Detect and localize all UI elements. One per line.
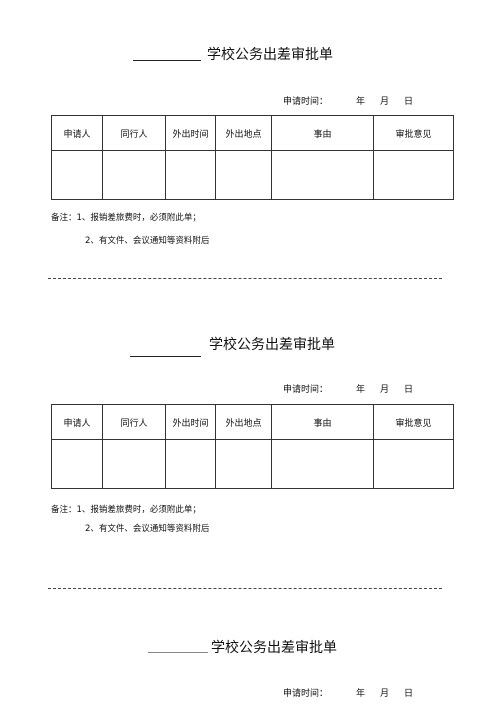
day-label: 日 [404,97,414,107]
note-1: 备注：1、报销差旅费时，必须附此单； [51,213,201,223]
cut-line [48,588,442,589]
table-header-row: 申请人 同行人 外出时间 外出地点 事由 审批意见 [51,404,454,440]
month-label: 月 [380,385,390,395]
col-applicant: 申请人 [51,404,103,440]
title-underline [148,652,208,653]
date-label: 申请时间： [283,689,329,699]
note-2: 2、有文件、会议通知等资料附后 [85,524,210,534]
time-out-cell[interactable] [165,150,216,200]
form-title: 学校公务出差审批单 [209,337,335,353]
title-underline [130,356,201,357]
col-time-out: 外出时间 [165,115,216,151]
approval-opinion-cell[interactable] [373,439,454,489]
approval-opinion-cell[interactable] [373,150,454,200]
month-label: 月 [380,689,390,699]
col-companion: 同行人 [102,115,166,151]
col-companion: 同行人 [102,404,166,440]
cut-line [48,278,442,279]
col-approval-opinion: 审批意见 [373,115,454,151]
col-destination: 外出地点 [215,404,272,440]
col-time-out: 外出时间 [165,404,216,440]
month-label: 月 [380,97,390,107]
form-title: 学校公务出差审批单 [207,47,333,63]
table-header-row: 申请人 同行人 外出时间 外出地点 事由 审批意见 [51,115,454,151]
approval-table: 申请人 同行人 外出时间 外出地点 事由 审批意见 [51,115,454,200]
applicant-cell[interactable] [51,439,103,489]
title-underline [133,60,201,61]
companion-cell[interactable] [102,439,166,489]
year-label: 年 [356,385,366,395]
reason-cell[interactable] [271,439,374,489]
approval-table: 申请人 同行人 外出时间 外出地点 事由 审批意见 [51,404,454,489]
day-label: 日 [404,385,414,395]
col-reason: 事由 [271,115,374,151]
col-approval-opinion: 审批意见 [373,404,454,440]
day-label: 日 [404,689,414,699]
destination-cell[interactable] [215,150,272,200]
time-out-cell[interactable] [165,439,216,489]
applicant-cell[interactable] [51,150,103,200]
date-label: 申请时间： [283,97,329,107]
note-2: 2、有文件、会议通知等资料附后 [85,236,210,246]
date-label: 申请时间： [283,385,329,395]
note-1: 备注：1、报销差旅费时，必须附此单； [51,505,201,515]
reason-cell[interactable] [271,150,374,200]
table-row [51,150,454,200]
col-destination: 外出地点 [215,115,272,151]
col-applicant: 申请人 [51,115,103,151]
table-row [51,439,454,489]
companion-cell[interactable] [102,150,166,200]
year-label: 年 [356,97,366,107]
destination-cell[interactable] [215,439,272,489]
form-title: 学校公务出差审批单 [211,640,337,656]
year-label: 年 [356,689,366,699]
col-reason: 事由 [271,404,374,440]
